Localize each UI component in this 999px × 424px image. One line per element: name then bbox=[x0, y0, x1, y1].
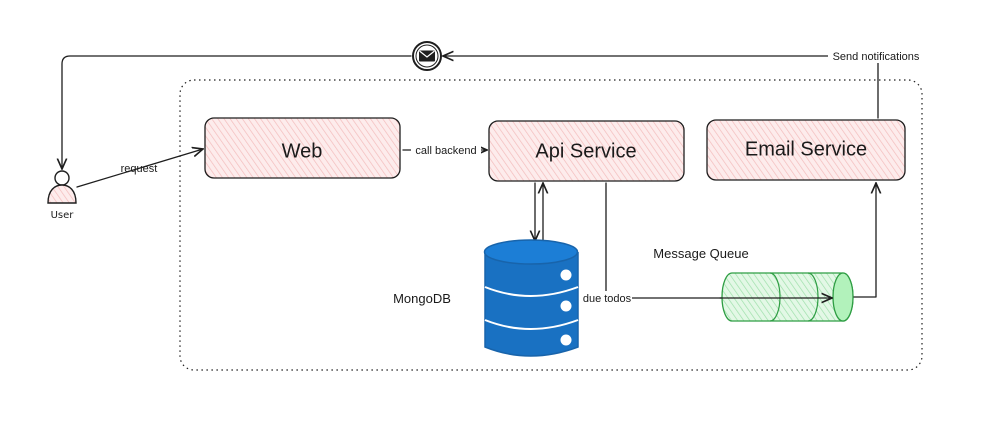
api-service-label: Api Service bbox=[535, 140, 636, 162]
user-icon[interactable] bbox=[47, 170, 77, 204]
queue-label: Message Queue bbox=[653, 246, 748, 261]
web-label: Web bbox=[282, 140, 323, 162]
call-backend-label-bg bbox=[411, 143, 481, 157]
due-todos-label: due todos bbox=[583, 293, 632, 305]
queue-cylinder-icon bbox=[721, 272, 854, 322]
user-label: User bbox=[51, 210, 75, 221]
mongodb-label: MongoDB bbox=[393, 291, 451, 306]
request-label: request bbox=[121, 163, 158, 175]
send-notifications-label: Send notifications bbox=[833, 51, 920, 63]
request-arrow bbox=[76, 149, 203, 188]
api-service-node[interactable]: Api Service bbox=[488, 120, 685, 182]
notify-user-arrow bbox=[62, 55, 412, 169]
email-service-label: Email Service bbox=[745, 138, 867, 160]
send-notifications-label-bg bbox=[828, 48, 924, 63]
database-icon bbox=[483, 239, 579, 357]
send-notifications-arrow bbox=[443, 56, 879, 119]
due-todos-label-bg bbox=[582, 291, 632, 305]
mail-icon bbox=[412, 41, 442, 71]
call-backend-label: call backend bbox=[415, 145, 476, 157]
web-node[interactable]: Web bbox=[204, 117, 401, 179]
queue-to-email-arrow bbox=[853, 183, 876, 298]
email-service-node[interactable]: Email Service bbox=[706, 119, 906, 181]
